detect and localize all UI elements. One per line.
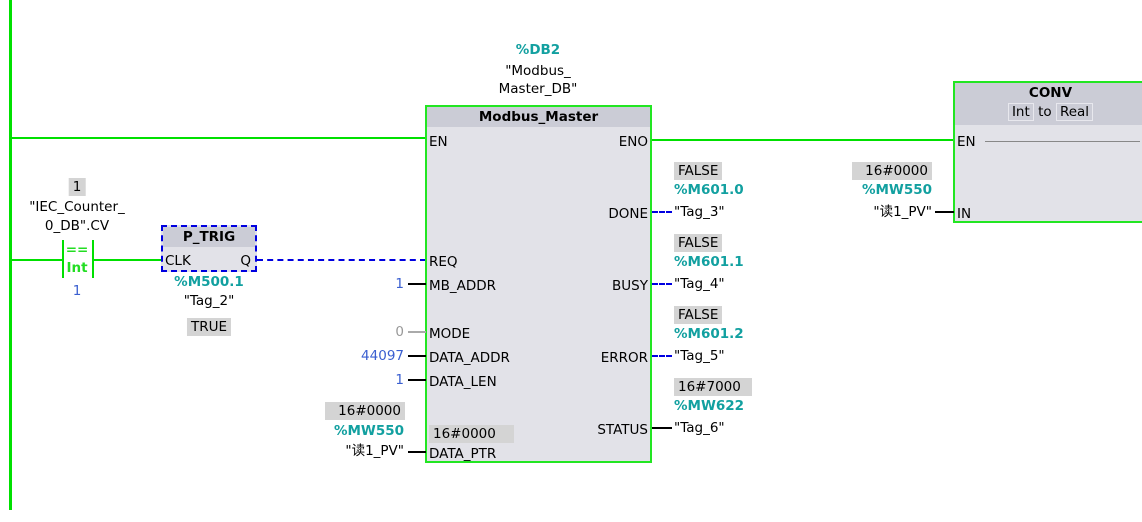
db-name-1: "Modbus_ <box>505 63 571 79</box>
mode-value[interactable]: 0 <box>395 324 404 340</box>
contact-compare-value: 1 <box>72 283 82 299</box>
pin-status: STATUS <box>597 422 648 438</box>
data-ptr-tag[interactable]: "读1_PV" <box>345 443 404 459</box>
contact-type: Int <box>66 260 88 276</box>
p-trig-value: TRUE <box>186 318 232 336</box>
p-trig-clk: CLK <box>165 253 191 269</box>
data-ptr-value: 16#0000 <box>325 402 405 420</box>
rung-wire-contact-left <box>10 259 64 261</box>
done-tag[interactable]: "Tag_3" <box>674 204 725 220</box>
conv-to-type[interactable]: Real <box>1055 103 1094 121</box>
contact-op: == <box>65 242 89 258</box>
power-rail <box>9 0 12 510</box>
busy-address: %M601.1 <box>674 254 744 270</box>
pin-req: REQ <box>429 254 458 270</box>
conv-to-word: to <box>1038 104 1052 120</box>
data-ptr-address: %MW550 <box>333 423 404 439</box>
busy-tag[interactable]: "Tag_4" <box>674 276 725 292</box>
pin-mode: MODE <box>429 326 471 342</box>
pin-data-ptr: DATA_PTR <box>429 446 497 462</box>
status-value: 16#7000 <box>674 378 752 396</box>
error-address: %M601.2 <box>674 326 744 342</box>
p-trig-address: %M500.1 <box>174 274 244 290</box>
conv-pin-in: IN <box>957 206 972 222</box>
contact-operand-1: "IEC_Counter_ <box>29 199 125 215</box>
data-ptr-inner-value: 16#0000 <box>429 425 514 443</box>
data-addr-value[interactable]: 44097 <box>361 348 404 364</box>
p-trig-q: Q <box>240 253 251 269</box>
contact-operand-2: 0_DB".CV <box>44 218 110 234</box>
status-tag[interactable]: "Tag_6" <box>674 420 725 436</box>
done-address: %M601.0 <box>674 182 744 198</box>
error-value: FALSE <box>674 306 722 324</box>
conv-in-value: 16#0000 <box>852 162 932 180</box>
p-trig-title: P_TRIG <box>163 227 255 247</box>
conv-block[interactable]: CONV Int to Real EN IN <box>953 81 1142 223</box>
done-value: FALSE <box>674 162 722 180</box>
rung-wire-contact-right <box>93 259 162 261</box>
busy-value: FALSE <box>674 234 722 252</box>
contact-value: 1 <box>68 178 86 196</box>
pin-done: DONE <box>608 206 648 222</box>
pin-eno: ENO <box>618 134 648 150</box>
conv-pin-en: EN <box>957 134 976 150</box>
conv-from-type[interactable]: Int <box>1007 103 1034 121</box>
eno-wire <box>652 139 955 141</box>
p-trig-block[interactable]: P_TRIG CLK Q <box>161 225 257 272</box>
pin-en: EN <box>429 134 448 150</box>
db-address: %DB2 <box>515 42 561 58</box>
conv-in-address: %MW550 <box>861 182 932 198</box>
pin-error: ERROR <box>600 350 648 366</box>
rung-wire-top <box>10 137 426 139</box>
data-len-value[interactable]: 1 <box>395 372 404 388</box>
db-name-2: Master_DB" <box>498 81 578 97</box>
pin-mb-addr: MB_ADDR <box>429 278 497 294</box>
pin-data-len: DATA_LEN <box>429 374 497 390</box>
conv-title: CONV <box>1028 85 1073 101</box>
mb-addr-value[interactable]: 1 <box>395 276 404 292</box>
req-wire <box>257 259 426 261</box>
error-tag[interactable]: "Tag_5" <box>674 348 725 364</box>
pin-data-addr: DATA_ADDR <box>429 350 510 366</box>
p-trig-tag: "Tag_2" <box>183 293 235 309</box>
status-address: %MW622 <box>674 398 745 414</box>
pin-busy: BUSY <box>612 278 648 294</box>
conv-in-tag[interactable]: "读1_PV" <box>873 204 932 220</box>
modbus-master-block[interactable]: Modbus_Master EN REQ MB_ADDR MODE DATA_A… <box>425 105 652 463</box>
modbus-title: Modbus_Master <box>427 107 650 127</box>
